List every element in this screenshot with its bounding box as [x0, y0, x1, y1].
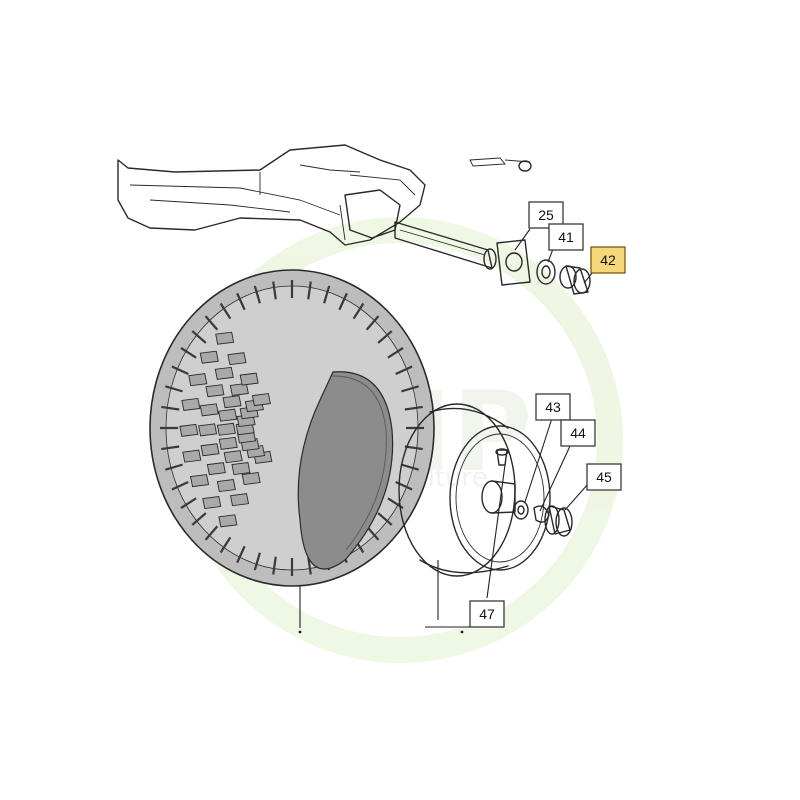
tread-block [180, 497, 197, 509]
tread-block [272, 281, 277, 300]
tread-block [377, 512, 393, 526]
tread-block [338, 292, 348, 311]
callout-labels: 25 41 42 43 44 45 47 [469, 201, 626, 628]
tread-block [253, 552, 261, 571]
part-43-washer [513, 500, 529, 520]
wheel-rim [398, 403, 551, 577]
tread-block [395, 481, 413, 491]
callout-42-label: 42 [600, 252, 616, 268]
callout-43-label: 43 [545, 399, 561, 415]
tread-block [404, 405, 423, 411]
tread-block [272, 556, 277, 575]
transaxle-housing [117, 144, 532, 246]
part-45-cap [544, 505, 573, 537]
callout-42[interactable]: 42 [590, 246, 626, 274]
tread-block [191, 512, 207, 526]
tread-block [165, 385, 183, 393]
tread-lug [223, 450, 243, 464]
tread-lug [205, 384, 225, 398]
tread-lug [218, 514, 238, 528]
tread-block [191, 330, 207, 344]
tread-lug [218, 408, 238, 422]
tread-block [204, 525, 219, 541]
tread-block [401, 385, 419, 393]
tread-block [377, 330, 393, 344]
tread-lug [202, 496, 222, 510]
tread-block [171, 365, 189, 375]
tread-lug [182, 449, 202, 463]
tread-lug [199, 350, 219, 364]
tread-lug [198, 423, 218, 437]
tread-lug [214, 366, 234, 380]
axle-shaft [394, 221, 497, 270]
tread-block [161, 445, 180, 451]
tread-lug [216, 479, 236, 493]
part-44-clip [533, 505, 550, 523]
tread-lug [200, 443, 220, 457]
tread-lug [231, 462, 251, 476]
tread-block [165, 463, 183, 471]
part-25-bracket [496, 239, 531, 286]
tread-lug [222, 395, 242, 409]
tread-block [365, 315, 380, 331]
tread-block [395, 365, 413, 375]
tread-block [253, 285, 261, 304]
tread-block [236, 292, 246, 311]
tread-lug [190, 474, 210, 488]
part-42-bushing [559, 265, 591, 295]
tread-lug [229, 493, 250, 507]
tread-block [219, 536, 232, 554]
callout-45[interactable]: 45 [586, 463, 622, 491]
tread-lug [229, 382, 249, 396]
tread-lug [216, 422, 236, 436]
tread-lug [239, 372, 259, 386]
tread-lug [199, 403, 219, 417]
tread-lug [227, 352, 247, 366]
tread-block [180, 347, 197, 359]
tread-block [204, 315, 219, 331]
tread-lug [188, 373, 208, 387]
tread-block [404, 445, 423, 451]
callout-25-label: 25 [538, 207, 554, 223]
callout-41-label: 41 [558, 229, 574, 245]
tread-lug [251, 393, 271, 407]
tread-lug [215, 331, 235, 345]
tread-block [401, 463, 419, 471]
callout-43[interactable]: 43 [535, 393, 571, 421]
tread-lug [181, 397, 201, 411]
callout-44-label: 44 [570, 425, 586, 441]
tire [149, 269, 435, 587]
leader-lines [298, 228, 594, 634]
tread-lug [218, 436, 238, 450]
tread-lug [206, 462, 226, 476]
tread-block [219, 302, 232, 320]
tread-lug [241, 472, 261, 486]
tread-block [171, 481, 189, 491]
tire-tread [160, 280, 424, 576]
tread-block [323, 285, 331, 304]
tread-block [387, 347, 404, 359]
tread-block [307, 281, 312, 300]
callout-44[interactable]: 44 [560, 419, 596, 447]
tread-lug [179, 423, 199, 437]
tread-block [236, 545, 246, 564]
tread-block [352, 302, 365, 320]
callout-47[interactable]: 47 [469, 600, 505, 628]
tread-block [307, 556, 312, 575]
part-41-washer [536, 259, 556, 285]
callout-47-label: 47 [479, 606, 495, 622]
callout-41[interactable]: 41 [548, 223, 584, 251]
callout-45-label: 45 [596, 469, 612, 485]
tread-block [161, 405, 180, 411]
